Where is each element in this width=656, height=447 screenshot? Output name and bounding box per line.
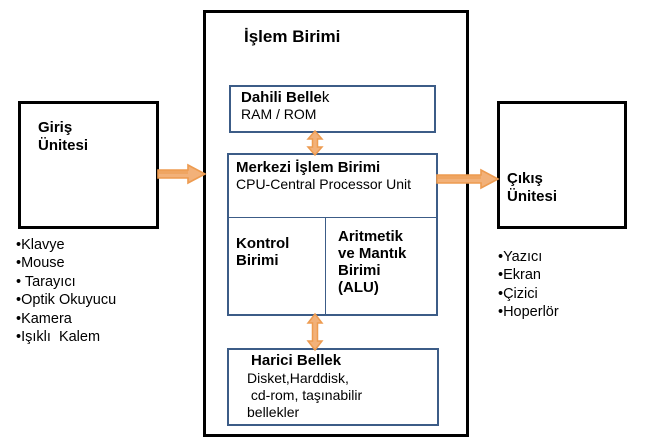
internal-memory-title-bold: Dahili Belle — [241, 89, 322, 106]
arrow-up-down-icon — [306, 312, 324, 352]
output-unit-label: Çıkış Ünitesi — [507, 170, 558, 205]
cpu-text: Merkezi İşlem Birimi CPU-Central Process… — [236, 159, 411, 193]
cpu-title: Merkezi İşlem Birimi — [236, 159, 381, 176]
internal-memory-title: Dahili Bellek — [241, 89, 329, 106]
cpu-vertical-divider — [325, 218, 326, 315]
control-unit-label: Kontrol Birimi — [236, 235, 290, 269]
arrow-right-icon — [436, 168, 500, 190]
alu-label: Aritmetik ve Mantık Birimi (ALU) — [338, 228, 407, 296]
internal-memory-text: Dahili Bellek RAM / ROM — [241, 89, 329, 123]
output-devices-list: •Yazıcı •Ekran •Çizici •Hoperlör — [498, 249, 559, 321]
internal-memory-title-tail: k — [321, 89, 330, 106]
internal-memory-box — [229, 85, 436, 133]
cpu-horizontal-divider — [228, 217, 437, 218]
input-unit-label: Giriş Ünitesi — [38, 119, 89, 154]
input-devices-list: •Klavye •Mouse • Tarayıcı •Optik Okuyucu… — [16, 237, 117, 346]
arrow-right-icon — [157, 163, 207, 185]
input-unit-box — [18, 101, 159, 229]
processing-unit-title: İşlem Birimi — [244, 27, 341, 46]
cpu-subtitle: CPU-Central Processor Unit — [236, 176, 412, 192]
internal-memory-subtitle: RAM / ROM — [241, 106, 317, 122]
external-memory-box — [227, 348, 439, 426]
cpu-box — [227, 153, 438, 316]
external-memory-title: Harici Bellek — [251, 352, 342, 369]
arrow-up-down-icon — [306, 129, 324, 157]
external-memory-description: Disket,Harddisk, cd-rom, taşınabilir bel… — [247, 370, 363, 420]
output-unit-box — [497, 101, 627, 229]
